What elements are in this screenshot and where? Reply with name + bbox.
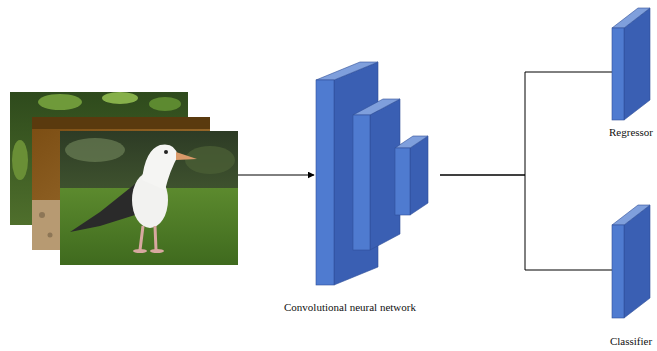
block-top [612, 205, 650, 225]
block-front [316, 80, 334, 285]
layer-block [612, 8, 650, 120]
block-front [353, 115, 370, 250]
block-top [612, 8, 650, 28]
layer-label: Classifier [610, 335, 652, 348]
layer-block [612, 205, 650, 318]
cnn-stack: Convolutional neural network [278, 55, 440, 317]
branch-line [440, 175, 612, 270]
block-side [410, 136, 428, 215]
classifier-layer: Classifier [612, 205, 650, 318]
regressor-layer: Regressor [612, 8, 650, 120]
layer-block [278, 55, 440, 317]
block-top [316, 62, 378, 80]
block-front [612, 28, 624, 120]
block-top [353, 99, 400, 115]
input-arrow [238, 175, 314, 176]
branch-line [440, 72, 612, 175]
block-front [395, 148, 410, 215]
block-top [395, 136, 428, 148]
layer-label: Convolutional neural network [284, 301, 416, 314]
photo-bird [60, 131, 238, 265]
block-front [612, 225, 624, 318]
layer-label: Regressor [609, 126, 653, 139]
